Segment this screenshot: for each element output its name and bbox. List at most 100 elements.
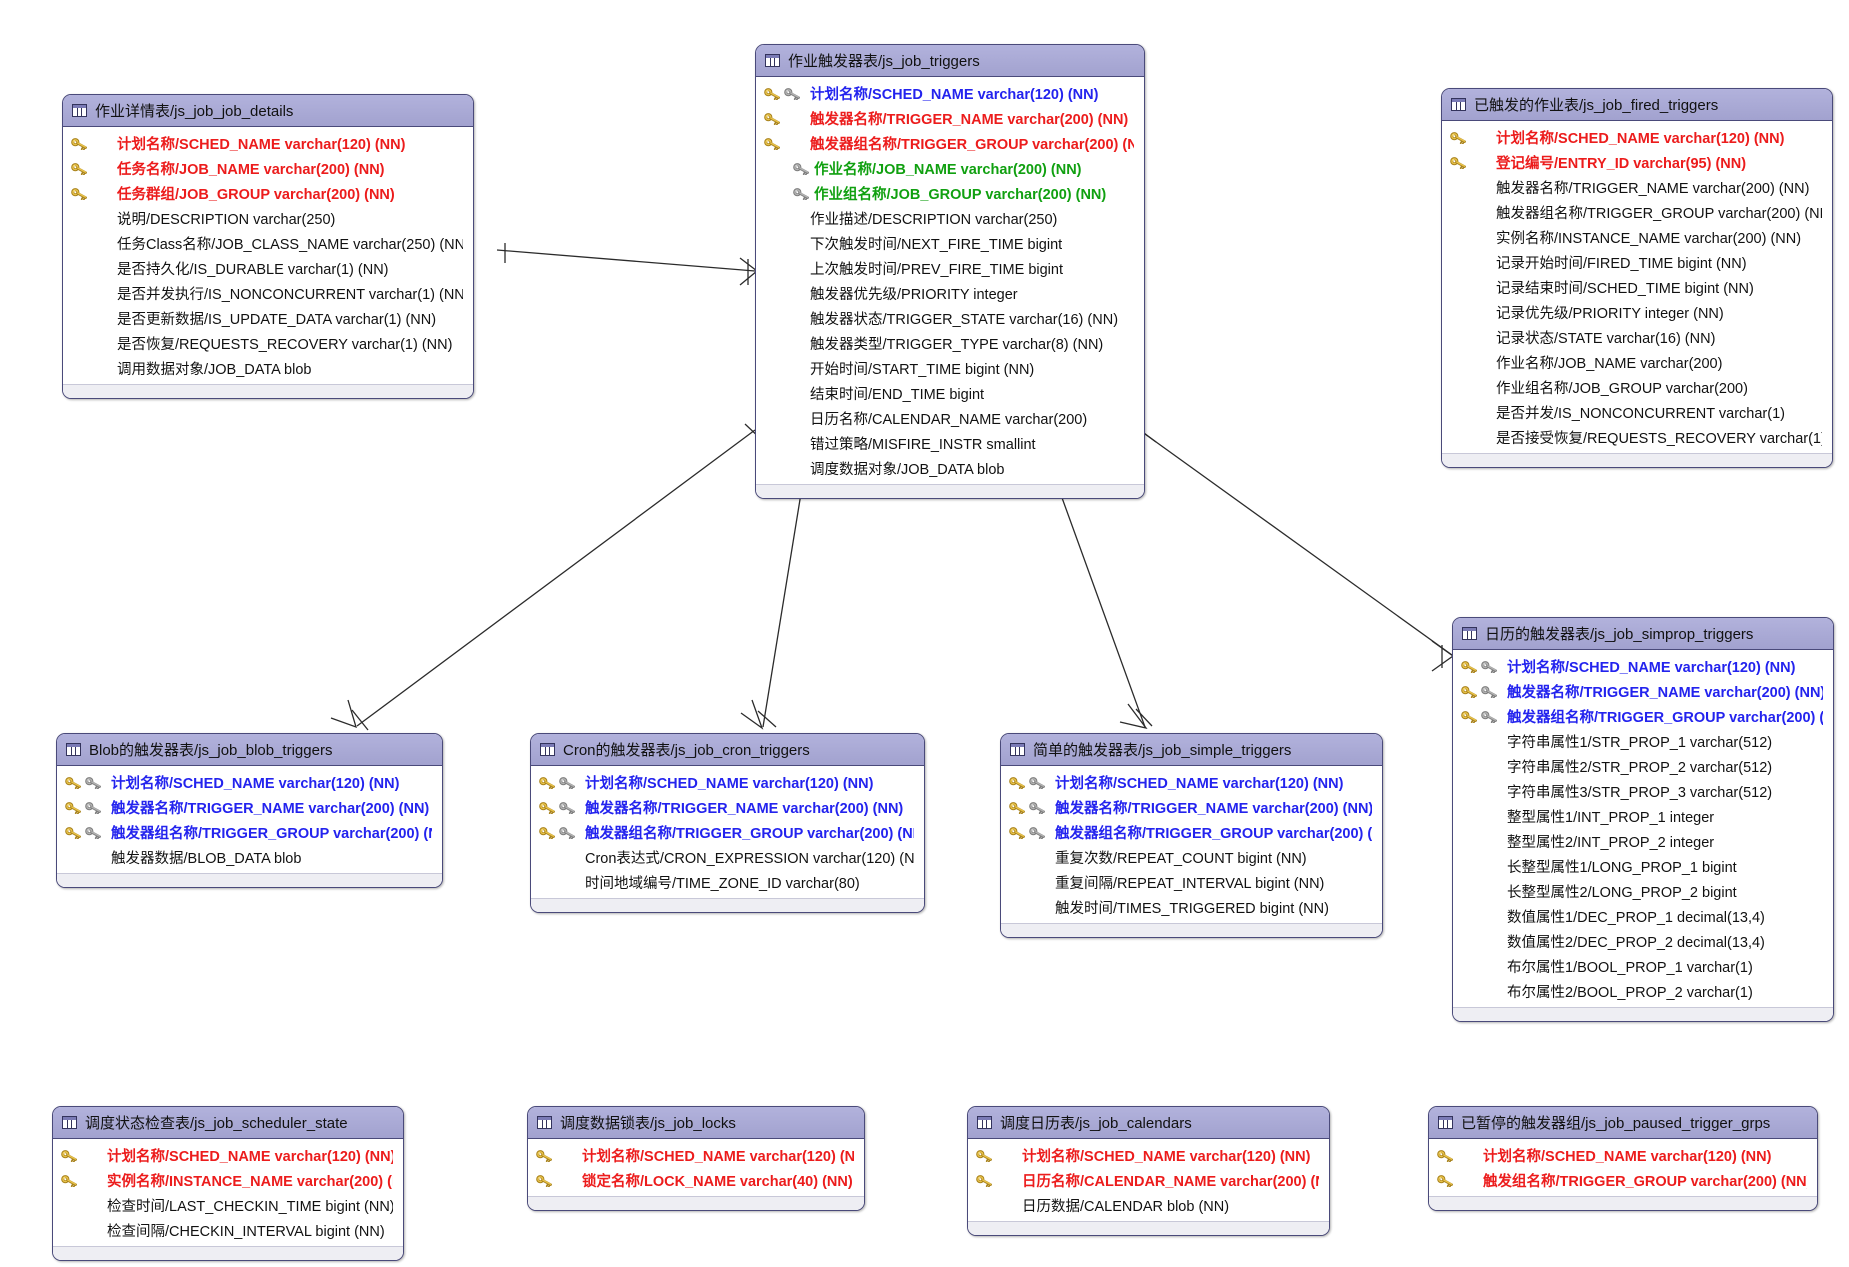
- attribute-row[interactable]: 计划名称/SCHED_NAME varchar(120) (NN): [57, 770, 442, 795]
- attribute-row[interactable]: 作业名称/JOB_NAME varchar(200): [1442, 350, 1832, 375]
- attribute-row[interactable]: 错过策略/MISFIRE_INSTR smallint: [756, 431, 1144, 456]
- attribute-row[interactable]: 计划名称/SCHED_NAME varchar(120) (NN): [968, 1143, 1329, 1168]
- attribute-row[interactable]: 调度数据对象/JOB_DATA blob: [756, 456, 1144, 481]
- attribute-row[interactable]: 计划名称/SCHED_NAME varchar(120) (NN): [756, 81, 1144, 106]
- attribute-row[interactable]: 是否持久化/IS_DURABLE varchar(1) (NN): [63, 256, 473, 281]
- attribute-row[interactable]: 触发组名称/TRIGGER_GROUP varchar(200) (NN): [1429, 1168, 1817, 1193]
- entity-header-fired_triggers[interactable]: 已触发的作业表/js_job_fired_triggers: [1442, 89, 1832, 121]
- attribute-row[interactable]: 布尔属性2/BOOL_PROP_2 varchar(1): [1453, 979, 1833, 1004]
- entity-job_details[interactable]: 作业详情表/js_job_job_details 计划名称/SCHED_NAME …: [62, 94, 474, 399]
- attribute-row[interactable]: 登记编号/ENTRY_ID varchar(95) (NN): [1442, 150, 1832, 175]
- entity-header-job_triggers[interactable]: 作业触发器表/js_job_triggers: [756, 45, 1144, 77]
- entity-simple_triggers[interactable]: 简单的触发器表/js_job_simple_triggers 计划名称/SCHED…: [1000, 733, 1383, 938]
- attribute-row[interactable]: 是否接受恢复/REQUESTS_RECOVERY varchar(1): [1442, 425, 1832, 450]
- attribute-row[interactable]: 触发时间/TIMES_TRIGGERED bigint (NN): [1001, 895, 1382, 920]
- attribute-row[interactable]: 触发器名称/TRIGGER_NAME varchar(200) (NN): [57, 795, 442, 820]
- attribute-row[interactable]: 是否更新数据/IS_UPDATE_DATA varchar(1) (NN): [63, 306, 473, 331]
- attribute-row[interactable]: 计划名称/SCHED_NAME varchar(120) (NN): [1429, 1143, 1817, 1168]
- attribute-row[interactable]: 触发器优先级/PRIORITY integer: [756, 281, 1144, 306]
- attribute-row[interactable]: 任务名称/JOB_NAME varchar(200) (NN): [63, 156, 473, 181]
- entity-header-cron_triggers[interactable]: Cron的触发器表/js_job_cron_triggers: [531, 734, 924, 766]
- attribute-row[interactable]: 触发器名称/TRIGGER_NAME varchar(200) (NN): [1442, 175, 1832, 200]
- attribute-row[interactable]: 布尔属性1/BOOL_PROP_1 varchar(1): [1453, 954, 1833, 979]
- attribute-row[interactable]: 计划名称/SCHED_NAME varchar(120) (NN): [1453, 654, 1833, 679]
- attribute-row[interactable]: 日历数据/CALENDAR blob (NN): [968, 1193, 1329, 1218]
- attribute-row[interactable]: 长整型属性1/LONG_PROP_1 bigint: [1453, 854, 1833, 879]
- attribute-row[interactable]: 作业描述/DESCRIPTION varchar(250): [756, 206, 1144, 231]
- attribute-row[interactable]: 作业名称/JOB_NAME varchar(200) (NN): [756, 156, 1144, 181]
- attribute-row[interactable]: 触发器状态/TRIGGER_STATE varchar(16) (NN): [756, 306, 1144, 331]
- attribute-row[interactable]: 结束时间/END_TIME bigint: [756, 381, 1144, 406]
- attribute-row[interactable]: 记录结束时间/SCHED_TIME bigint (NN): [1442, 275, 1832, 300]
- attribute-row[interactable]: 实例名称/INSTANCE_NAME varchar(200) (NN): [53, 1168, 403, 1193]
- attribute-row[interactable]: 计划名称/SCHED_NAME varchar(120) (NN): [531, 770, 924, 795]
- attribute-row[interactable]: 是否恢复/REQUESTS_RECOVERY varchar(1) (NN): [63, 331, 473, 356]
- attribute-row[interactable]: 计划名称/SCHED_NAME varchar(120) (NN): [1001, 770, 1382, 795]
- attribute-row[interactable]: 数值属性2/DEC_PROP_2 decimal(13,4): [1453, 929, 1833, 954]
- attribute-row[interactable]: 记录开始时间/FIRED_TIME bigint (NN): [1442, 250, 1832, 275]
- attribute-row[interactable]: 触发器组名称/TRIGGER_GROUP varchar(200) (NN): [57, 820, 442, 845]
- entity-scheduler_state[interactable]: 调度状态检查表/js_job_scheduler_state 计划名称/SCHED…: [52, 1106, 404, 1261]
- attribute-row[interactable]: 锁定名称/LOCK_NAME varchar(40) (NN): [528, 1168, 864, 1193]
- entity-header-locks[interactable]: 调度数据锁表/js_job_locks: [528, 1107, 864, 1139]
- attribute-row[interactable]: 触发器名称/TRIGGER_NAME varchar(200) (NN): [1001, 795, 1382, 820]
- attribute-row[interactable]: 日历名称/CALENDAR_NAME varchar(200): [756, 406, 1144, 431]
- attribute-row[interactable]: 触发器组名称/TRIGGER_GROUP varchar(200) (NN): [1001, 820, 1382, 845]
- attribute-row[interactable]: 计划名称/SCHED_NAME varchar(120) (NN): [1442, 125, 1832, 150]
- attribute-row[interactable]: 整型属性1/INT_PROP_1 integer: [1453, 804, 1833, 829]
- entity-header-paused_trigger_grps[interactable]: 已暂停的触发器组/js_job_paused_trigger_grps: [1429, 1107, 1817, 1139]
- attribute-row[interactable]: 触发器名称/TRIGGER_NAME varchar(200) (NN): [1453, 679, 1833, 704]
- entity-blob_triggers[interactable]: Blob的触发器表/js_job_blob_triggers 计划名称/SCHED…: [56, 733, 443, 888]
- entity-paused_trigger_grps[interactable]: 已暂停的触发器组/js_job_paused_trigger_grps 计划名称/…: [1428, 1106, 1818, 1211]
- attribute-row[interactable]: 记录优先级/PRIORITY integer (NN): [1442, 300, 1832, 325]
- attribute-row[interactable]: 上次触发时间/PREV_FIRE_TIME bigint: [756, 256, 1144, 281]
- attribute-row[interactable]: 触发器数据/BLOB_DATA blob: [57, 845, 442, 870]
- entity-header-simple_triggers[interactable]: 简单的触发器表/js_job_simple_triggers: [1001, 734, 1382, 766]
- attribute-row[interactable]: 作业组名称/JOB_GROUP varchar(200) (NN): [756, 181, 1144, 206]
- attribute-row[interactable]: 触发器类型/TRIGGER_TYPE varchar(8) (NN): [756, 331, 1144, 356]
- entity-fired_triggers[interactable]: 已触发的作业表/js_job_fired_triggers 计划名称/SCHED_…: [1441, 88, 1833, 468]
- entity-calendars[interactable]: 调度日历表/js_job_calendars 计划名称/SCHED_NAME va…: [967, 1106, 1330, 1236]
- attribute-row[interactable]: 是否并发执行/IS_NONCONCURRENT varchar(1) (NN): [63, 281, 473, 306]
- attribute-row[interactable]: 检查时间/LAST_CHECKIN_TIME bigint (NN): [53, 1193, 403, 1218]
- attribute-row[interactable]: 作业组名称/JOB_GROUP varchar(200): [1442, 375, 1832, 400]
- attribute-row[interactable]: 触发器组名称/TRIGGER_GROUP varchar(200) (NN): [756, 131, 1144, 156]
- attribute-row[interactable]: 任务群组/JOB_GROUP varchar(200) (NN): [63, 181, 473, 206]
- attribute-row[interactable]: 实例名称/INSTANCE_NAME varchar(200) (NN): [1442, 225, 1832, 250]
- attribute-row[interactable]: Cron表达式/CRON_EXPRESSION varchar(120) (NN…: [531, 845, 924, 870]
- attribute-row[interactable]: 重复间隔/REPEAT_INTERVAL bigint (NN): [1001, 870, 1382, 895]
- attribute-row[interactable]: 字符串属性3/STR_PROP_3 varchar(512): [1453, 779, 1833, 804]
- entity-cron_triggers[interactable]: Cron的触发器表/js_job_cron_triggers 计划名称/SCHED…: [530, 733, 925, 913]
- attribute-row[interactable]: 日历名称/CALENDAR_NAME varchar(200) (NN): [968, 1168, 1329, 1193]
- attribute-row[interactable]: 触发器组名称/TRIGGER_GROUP varchar(200) (NN): [1453, 704, 1833, 729]
- entity-header-scheduler_state[interactable]: 调度状态检查表/js_job_scheduler_state: [53, 1107, 403, 1139]
- attribute-row[interactable]: 下次触发时间/NEXT_FIRE_TIME bigint: [756, 231, 1144, 256]
- attribute-row[interactable]: 字符串属性2/STR_PROP_2 varchar(512): [1453, 754, 1833, 779]
- attribute-row[interactable]: 触发器名称/TRIGGER_NAME varchar(200) (NN): [531, 795, 924, 820]
- entity-locks[interactable]: 调度数据锁表/js_job_locks 计划名称/SCHED_NAME varch…: [527, 1106, 865, 1211]
- attribute-row[interactable]: 调用数据对象/JOB_DATA blob: [63, 356, 473, 381]
- attribute-row[interactable]: 触发器组名称/TRIGGER_GROUP varchar(200) (NN): [531, 820, 924, 845]
- attribute-row[interactable]: 说明/DESCRIPTION varchar(250): [63, 206, 473, 231]
- entity-header-calendars[interactable]: 调度日历表/js_job_calendars: [968, 1107, 1329, 1139]
- attribute-row[interactable]: 字符串属性1/STR_PROP_1 varchar(512): [1453, 729, 1833, 754]
- attribute-row[interactable]: 触发器名称/TRIGGER_NAME varchar(200) (NN): [756, 106, 1144, 131]
- attribute-row[interactable]: 计划名称/SCHED_NAME varchar(120) (NN): [63, 131, 473, 156]
- attribute-row[interactable]: 任务Class名称/JOB_CLASS_NAME varchar(250) (N…: [63, 231, 473, 256]
- attribute-row[interactable]: 数值属性1/DEC_PROP_1 decimal(13,4): [1453, 904, 1833, 929]
- entity-simprop_triggers[interactable]: 日历的触发器表/js_job_simprop_triggers 计划名称/SCHE…: [1452, 617, 1834, 1022]
- entity-header-job_details[interactable]: 作业详情表/js_job_job_details: [63, 95, 473, 127]
- attribute-row[interactable]: 整型属性2/INT_PROP_2 integer: [1453, 829, 1833, 854]
- entity-header-simprop_triggers[interactable]: 日历的触发器表/js_job_simprop_triggers: [1453, 618, 1833, 650]
- attribute-row[interactable]: 是否并发/IS_NONCONCURRENT varchar(1): [1442, 400, 1832, 425]
- attribute-row[interactable]: 长整型属性2/LONG_PROP_2 bigint: [1453, 879, 1833, 904]
- attribute-row[interactable]: 触发器组名称/TRIGGER_GROUP varchar(200) (NN): [1442, 200, 1832, 225]
- attribute-row[interactable]: 重复次数/REPEAT_COUNT bigint (NN): [1001, 845, 1382, 870]
- entity-job_triggers[interactable]: 作业触发器表/js_job_triggers 计划名称/SCHED_NAME va…: [755, 44, 1145, 499]
- attribute-row[interactable]: 开始时间/START_TIME bigint (NN): [756, 356, 1144, 381]
- entity-header-blob_triggers[interactable]: Blob的触发器表/js_job_blob_triggers: [57, 734, 442, 766]
- attribute-row[interactable]: 时间地域编号/TIME_ZONE_ID varchar(80): [531, 870, 924, 895]
- attribute-row[interactable]: 计划名称/SCHED_NAME varchar(120) (NN): [528, 1143, 864, 1168]
- attribute-row[interactable]: 计划名称/SCHED_NAME varchar(120) (NN): [53, 1143, 403, 1168]
- attribute-row[interactable]: 记录状态/STATE varchar(16) (NN): [1442, 325, 1832, 350]
